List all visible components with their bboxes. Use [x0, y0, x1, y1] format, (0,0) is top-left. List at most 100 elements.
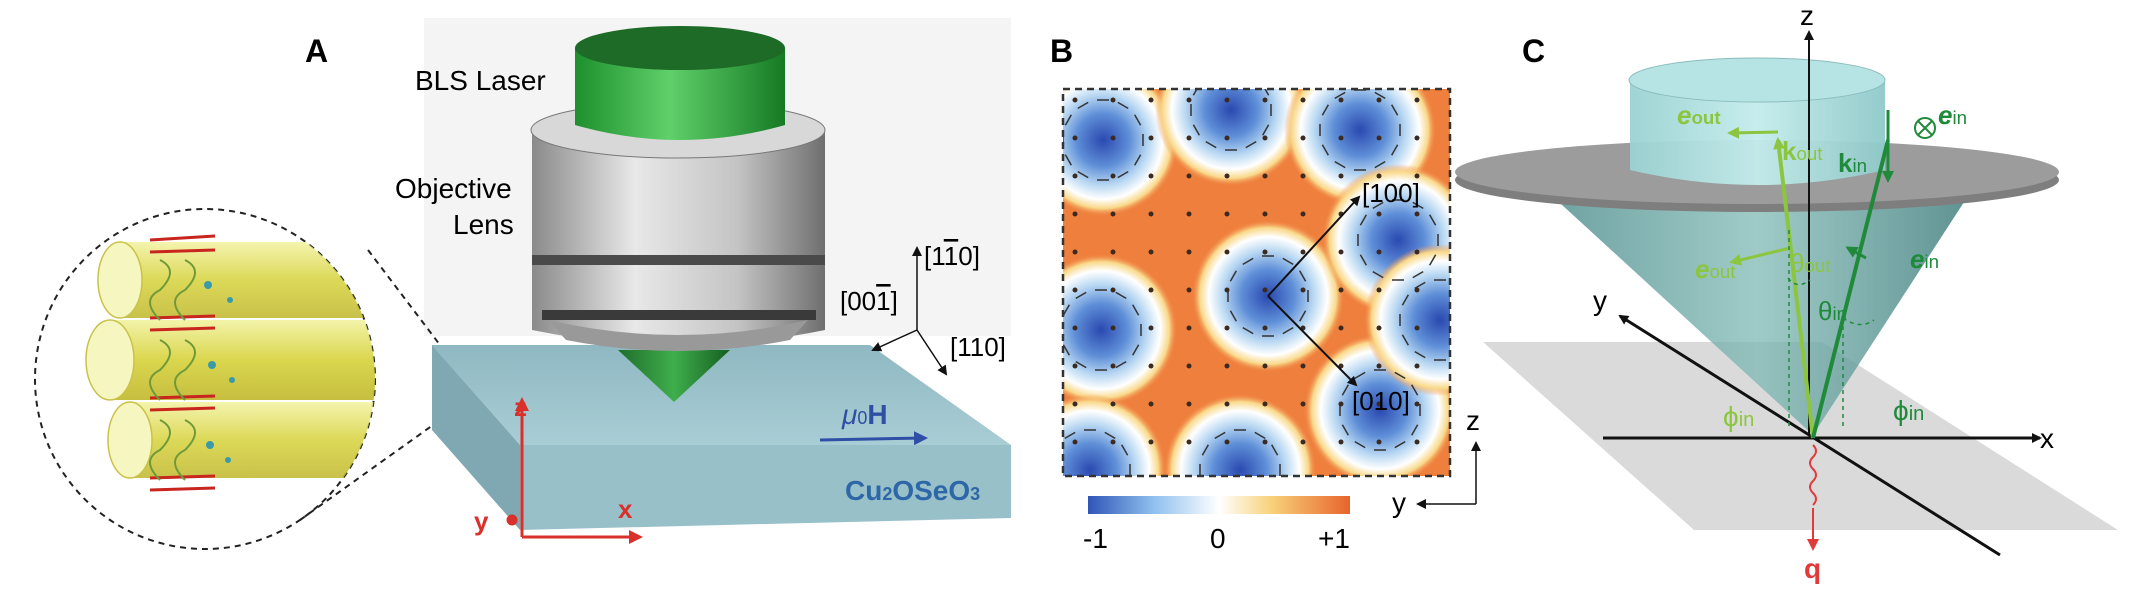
- spin-mark: [1374, 91, 1386, 100]
- skyrmion-tube-inset: [34, 208, 376, 550]
- c-z-label: z: [1800, 0, 1814, 31]
- spin-mark: [1205, 140, 1217, 149]
- spin-dot: [1414, 135, 1420, 141]
- spin-mark: [1410, 384, 1419, 396]
- spin-mark: [1133, 154, 1142, 166]
- spin-dot: [1414, 249, 1420, 255]
- spin-mark: [1410, 424, 1419, 436]
- panel-b: B [100] [010] z y -1 0 +1: [1050, 33, 1481, 554]
- spin-dot: [1072, 401, 1078, 407]
- spin-field: [1063, 89, 1465, 495]
- spin-mark: [1354, 440, 1366, 449]
- spin-dot: [1224, 249, 1230, 255]
- c-x-label: x: [2040, 423, 2054, 454]
- k-out-beam: [1773, 137, 1815, 439]
- spin-dot: [1414, 97, 1420, 103]
- spin-dot: [1300, 363, 1306, 369]
- spin-mark: [1261, 124, 1270, 136]
- spin-dot: [1262, 249, 1268, 255]
- spin-dot: [1262, 211, 1268, 217]
- spin-mark: [1122, 485, 1128, 495]
- spin-mark: [1334, 91, 1346, 100]
- e-in-mid-label: ein: [1910, 244, 1939, 274]
- spin-dot: [1110, 401, 1116, 407]
- spin-mark: [1428, 254, 1437, 266]
- axis-110-label: [110]: [950, 332, 1006, 362]
- spin-dot: [1224, 211, 1230, 217]
- spin-dot: [1300, 97, 1306, 103]
- phi-in-left-label: ϕin: [1723, 401, 1754, 432]
- theta-in-label: θin: [1818, 296, 1847, 326]
- spin-mark: [1455, 282, 1465, 288]
- spin-dot: [1262, 363, 1268, 369]
- spin-dot: [1262, 135, 1268, 141]
- spin-dot: [1148, 97, 1154, 103]
- spin-dot: [1414, 287, 1420, 293]
- spin-mark: [1374, 160, 1386, 169]
- spin-dot: [1376, 439, 1382, 445]
- frame-b-y-label: y: [1392, 487, 1406, 518]
- spin-mark: [1201, 444, 1210, 456]
- spin-dot: [1376, 135, 1382, 141]
- spin-mark: [1254, 431, 1266, 440]
- skyrmion-core: [1364, 244, 1450, 396]
- spin-mark: [1390, 144, 1399, 156]
- spin-mark: [1202, 485, 1208, 495]
- spin-mark: [1133, 114, 1142, 126]
- lattice-directions: [1267, 195, 1361, 387]
- spin-mark: [1229, 310, 1238, 322]
- spin-dot: [1110, 249, 1116, 255]
- panel-c: C z x y: [1455, 0, 2118, 584]
- spin-mark: [1428, 214, 1437, 226]
- spin-dot: [1148, 325, 1154, 331]
- frame-x-label: x: [618, 494, 633, 524]
- lens-label-line1: Objective: [395, 173, 512, 204]
- theta-out-label: θout: [1790, 248, 1831, 278]
- projection-lines: [1787, 230, 1875, 430]
- spin-mark: [1064, 431, 1076, 440]
- spin-dot: [1148, 135, 1154, 141]
- spin-dot: [1072, 249, 1078, 255]
- zy-frame: [1416, 441, 1481, 509]
- spin-dot: [1186, 325, 1192, 331]
- spin-dot: [1376, 173, 1382, 179]
- spin-mark: [1414, 350, 1426, 359]
- skyrmion-core: [1155, 89, 1307, 186]
- spin-dot: [1224, 325, 1230, 331]
- e-in-cross-b: [1917, 120, 1933, 136]
- spin-dot: [1338, 249, 1344, 255]
- skyrmion-lattice-map: [1063, 89, 1465, 495]
- e-in-mid-arrow: [1845, 246, 1867, 260]
- spin-mark: [1282, 326, 1294, 335]
- spin-dot: [1186, 287, 1192, 293]
- spin-dot: [1224, 287, 1230, 293]
- spin-dot: [1376, 97, 1382, 103]
- field-arrow: [819, 431, 928, 446]
- spin-dot: [1262, 97, 1268, 103]
- collection-cone: [1537, 182, 1977, 435]
- colorbar-min-label: -1: [1083, 523, 1108, 554]
- tube-middle: [85, 319, 375, 401]
- spin-mark: [1117, 170, 1129, 179]
- spin-dot: [1072, 173, 1078, 179]
- spin-dot: [1300, 287, 1306, 293]
- dir-100-label: [100]: [1362, 178, 1420, 208]
- cu2oseo3-slab: [432, 345, 1011, 530]
- spin-mark: [1390, 104, 1399, 116]
- panel-a: A: [34, 18, 1011, 550]
- spin-mark: [1401, 334, 1410, 346]
- spin-dots: [204, 281, 235, 463]
- spin-dot: [1148, 401, 1154, 407]
- spin-dot: [1300, 211, 1306, 217]
- laser-cone: [618, 350, 730, 402]
- spin-mark: [1455, 352, 1465, 358]
- spin-dot: [1186, 249, 1192, 255]
- spin-dot: [1414, 211, 1420, 217]
- spin-dot: [1262, 325, 1268, 331]
- frame-b-z-label: z: [1466, 405, 1480, 436]
- spin-mark: [1075, 360, 1087, 369]
- spin-mark: [1063, 304, 1071, 316]
- spin-dot: [1376, 249, 1382, 255]
- spin-mark: [1115, 360, 1127, 369]
